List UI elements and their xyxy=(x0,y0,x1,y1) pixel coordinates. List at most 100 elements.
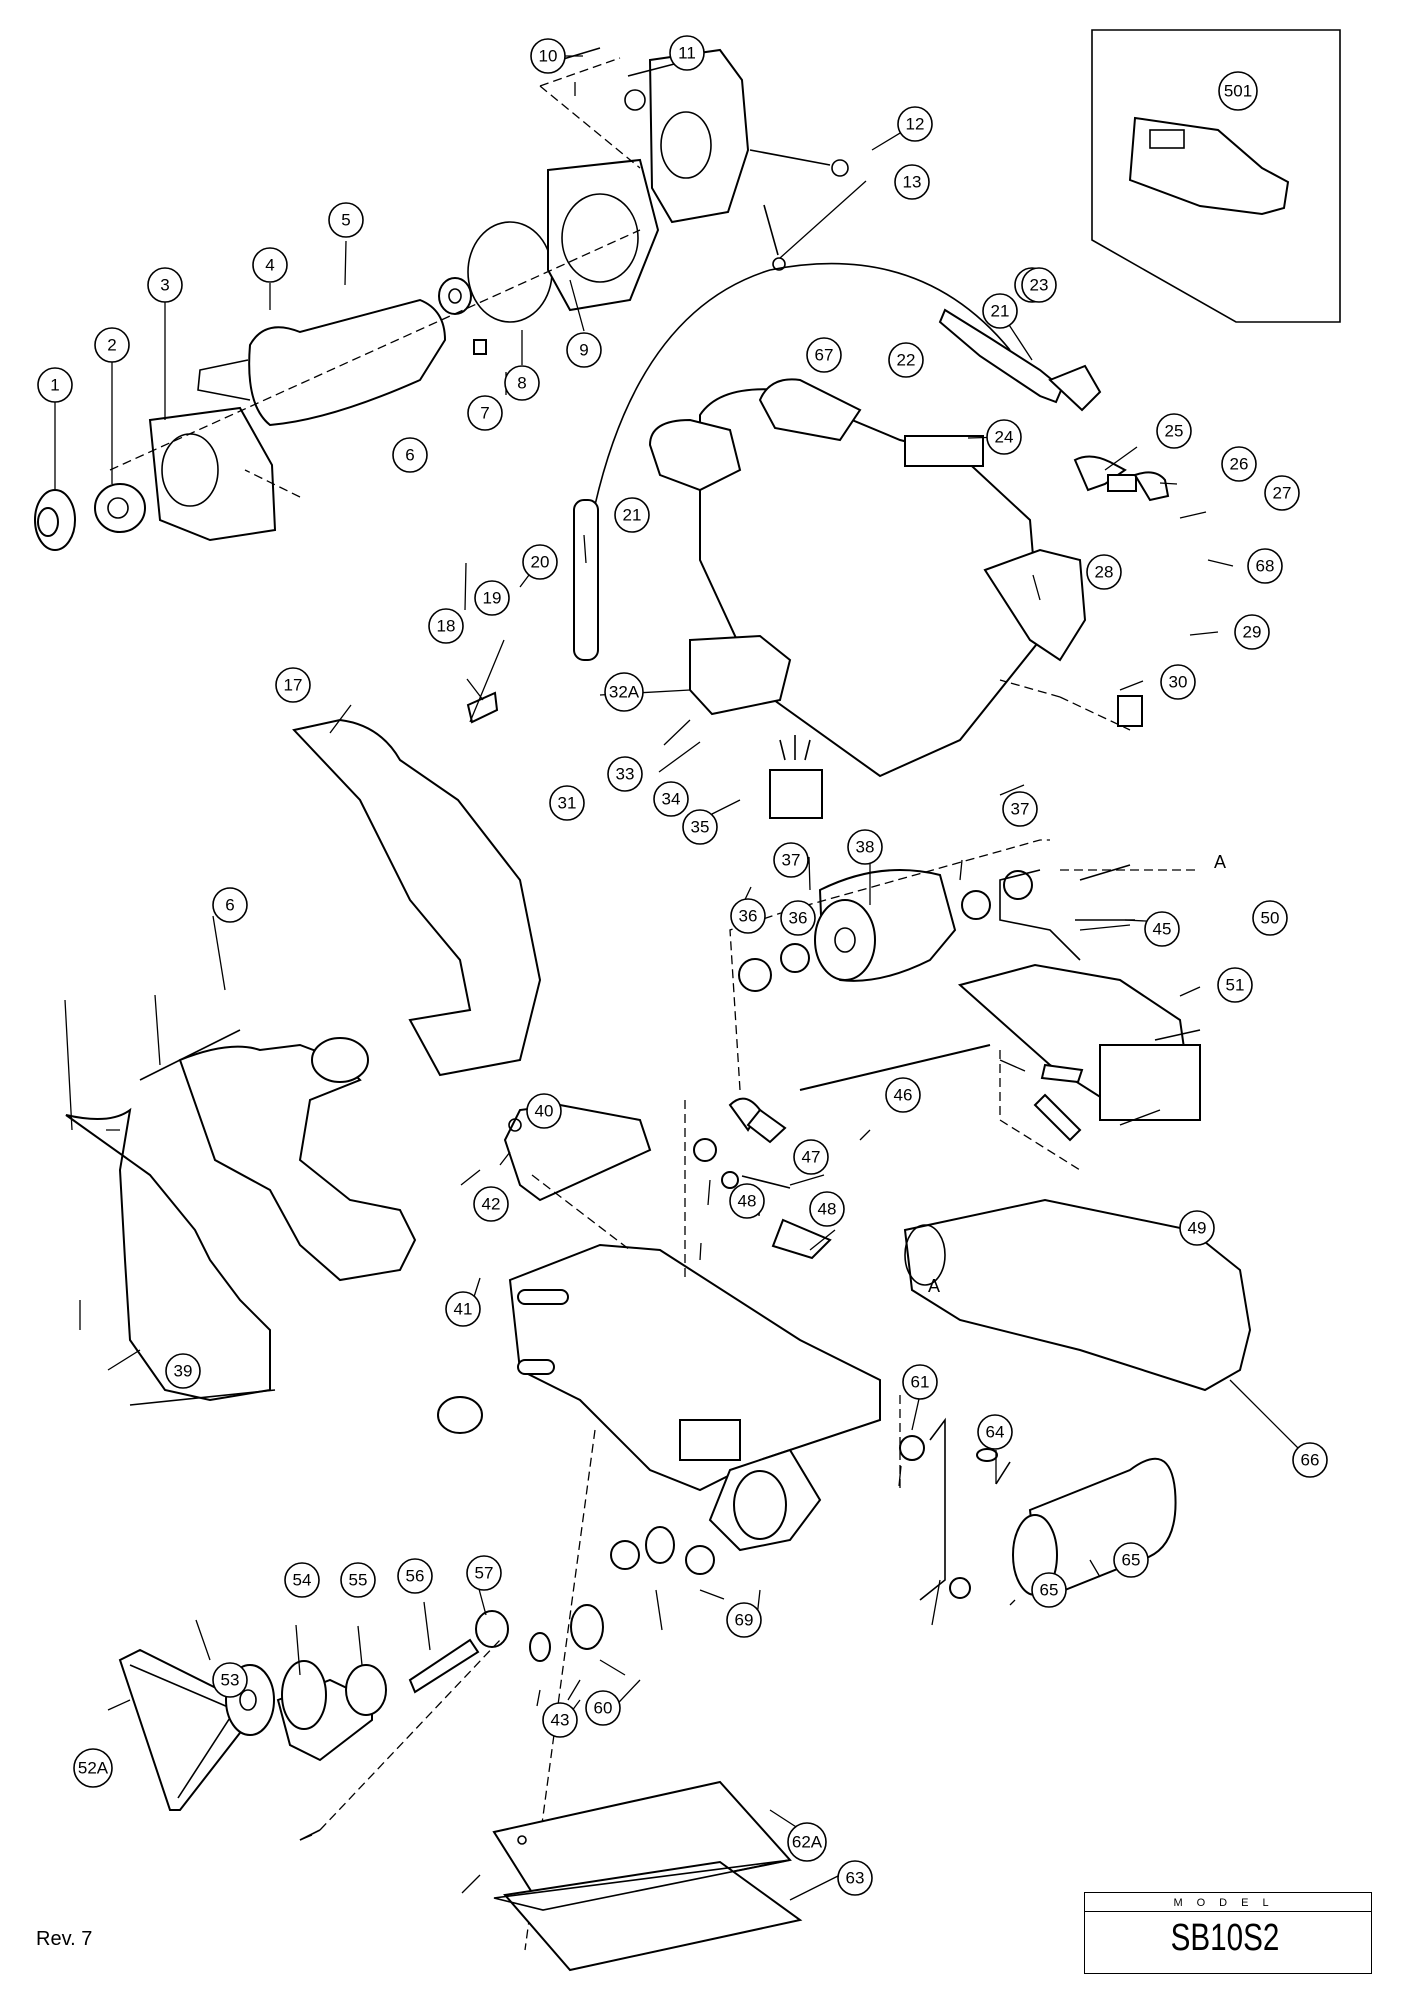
callout-65: 65 xyxy=(1031,1572,1067,1608)
callout-label: 34 xyxy=(662,790,681,809)
callout-11: 11 xyxy=(669,35,705,71)
callout-33: 33 xyxy=(607,756,643,792)
callout-47: 47 xyxy=(793,1139,829,1175)
callout-4: 4 xyxy=(252,247,288,283)
callout-55: 55 xyxy=(340,1562,376,1598)
callout-1: 1 xyxy=(37,367,73,403)
callout-label: 65 xyxy=(1122,1551,1141,1570)
callout-label: 68 xyxy=(1256,557,1275,576)
callout-label: 9 xyxy=(579,341,588,360)
callout-label: 46 xyxy=(894,1086,913,1105)
callout-41: 41 xyxy=(445,1291,481,1327)
callout-label: 31 xyxy=(558,794,577,813)
callout-48: 48 xyxy=(809,1191,845,1227)
callout-66: 66 xyxy=(1292,1442,1328,1478)
callout-label: 6 xyxy=(405,446,414,465)
callout-label: 5 xyxy=(341,211,350,230)
model-box: MODEL SB10S2 xyxy=(1084,1892,1372,1974)
callout-37: 37 xyxy=(773,842,809,878)
callout-label: 69 xyxy=(735,1611,754,1630)
callout-61: 61 xyxy=(902,1364,938,1400)
callout-69: 69 xyxy=(726,1602,762,1638)
callout-label: 65 xyxy=(1040,1581,1059,1600)
handle-group xyxy=(65,1029,417,1406)
callout-6: 6 xyxy=(212,887,248,923)
callout-38: 38 xyxy=(847,829,883,865)
callout-48: 48 xyxy=(729,1183,765,1219)
callout-layer: 1234567891011121323216171819202122232425… xyxy=(37,35,1328,1896)
callout-label: 35 xyxy=(691,818,710,837)
callout-label: 40 xyxy=(535,1102,554,1121)
callout-label: 43 xyxy=(551,1711,570,1730)
callout-label: 501 xyxy=(1224,82,1252,101)
callout-19: 19 xyxy=(474,580,510,616)
callout-49: 49 xyxy=(1179,1210,1215,1246)
callout-label: 4 xyxy=(265,256,274,275)
callout-20: 20 xyxy=(522,544,558,580)
callout-51: 51 xyxy=(1217,967,1253,1003)
callout-36: 36 xyxy=(780,900,816,936)
callout-label: 24 xyxy=(995,428,1014,447)
callout-64: 64 xyxy=(977,1414,1013,1450)
callout-42: 42 xyxy=(473,1186,509,1222)
callout-label: 37 xyxy=(782,851,801,870)
callout-label: 20 xyxy=(531,553,550,572)
callout-label: 48 xyxy=(738,1192,757,1211)
callout-label: 22 xyxy=(897,351,916,370)
callout-label: 32A xyxy=(609,683,640,702)
callout-label: 21 xyxy=(991,302,1010,321)
callout-label: 60 xyxy=(594,1699,613,1718)
callout-label: 42 xyxy=(482,1195,501,1214)
callout-label: 33 xyxy=(616,765,635,784)
callout-label: 56 xyxy=(406,1567,425,1586)
callout-label: 51 xyxy=(1226,976,1245,995)
callout-45: 45 xyxy=(1144,911,1180,947)
callout-501: 501 xyxy=(1218,71,1258,111)
callout-50: 50 xyxy=(1252,900,1288,936)
callout-30: 30 xyxy=(1160,664,1196,700)
callout-label: 61 xyxy=(911,1373,930,1392)
callout-label: 36 xyxy=(789,909,808,928)
callout-36: 36 xyxy=(730,898,766,934)
callout-label: 21 xyxy=(623,506,642,525)
callout-label: 6 xyxy=(225,896,234,915)
callout-68: 68 xyxy=(1247,548,1283,584)
callout-31: 31 xyxy=(549,785,585,821)
callout-label: 23 xyxy=(1030,276,1049,295)
callout-label: 2 xyxy=(107,336,116,355)
callout-label: 25 xyxy=(1165,422,1184,441)
callout-22: 22 xyxy=(888,342,924,378)
dust-bag-501 xyxy=(1128,116,1290,216)
callout-label: 66 xyxy=(1301,1451,1320,1470)
callout-label: 1 xyxy=(50,376,59,395)
callout-18: 18 xyxy=(428,608,464,644)
leader-lines xyxy=(54,55,1311,1901)
callout-label: 36 xyxy=(739,907,758,926)
callout-label: 7 xyxy=(480,404,489,423)
model-caption: MODEL xyxy=(1085,1895,1371,1912)
callout-21: 21 xyxy=(614,497,650,533)
callout-7: 7 xyxy=(467,395,503,431)
callout-54: 54 xyxy=(284,1562,320,1598)
callout-56: 56 xyxy=(397,1558,433,1594)
callout-60: 60 xyxy=(585,1690,621,1726)
callout-8: 8 xyxy=(504,365,540,401)
callout-46: 46 xyxy=(885,1077,921,1113)
callout-21: 21 xyxy=(982,293,1018,329)
callout-5: 5 xyxy=(328,202,364,238)
callout-label: 49 xyxy=(1188,1219,1207,1238)
pad-group xyxy=(492,1780,803,1972)
callout-43: 43 xyxy=(542,1702,578,1738)
callout-label: 53 xyxy=(221,1671,240,1690)
callout-40: 40 xyxy=(526,1093,562,1129)
callout-label: 10 xyxy=(539,47,558,66)
callout-label: 55 xyxy=(349,1571,368,1590)
callout-label: 37 xyxy=(1011,800,1030,819)
callout-label: 12 xyxy=(906,115,925,134)
callout-65: 65 xyxy=(1113,1542,1149,1578)
section-marker-a-lower: A xyxy=(928,1276,940,1296)
callout-32a: 32A xyxy=(604,672,644,712)
callout-9: 9 xyxy=(566,332,602,368)
callout-57: 57 xyxy=(466,1555,502,1591)
